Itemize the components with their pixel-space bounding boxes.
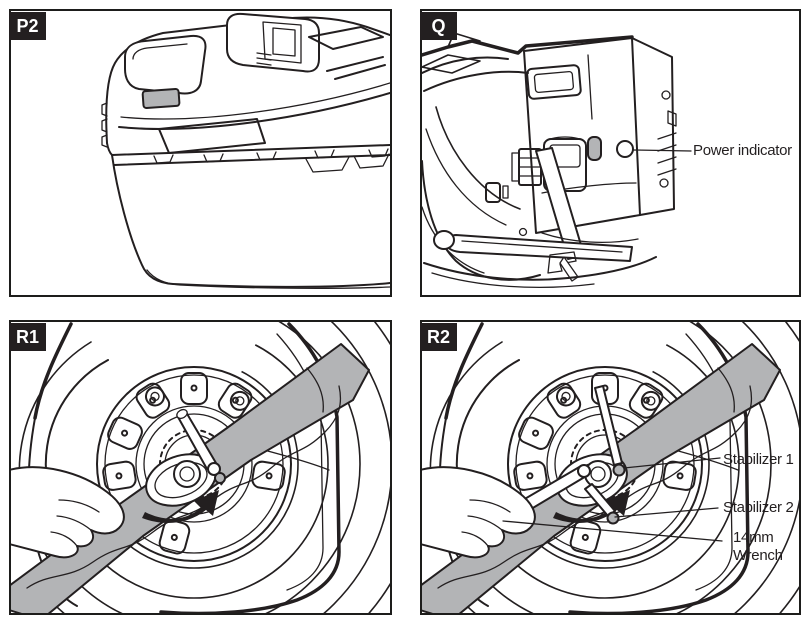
panel-q: Q (420, 9, 801, 297)
annotation-power-indicator: Power indicator (693, 142, 792, 159)
battery-release-pocket (124, 34, 207, 110)
panel-label-r2: R2 (420, 323, 457, 351)
battery-accents (308, 26, 386, 80)
power-indicator-callout-ring (616, 140, 634, 158)
wrench (176, 408, 226, 484)
annotation-stabilizer-1: Stabilizer 1 (723, 451, 794, 468)
power-indicator-light (587, 136, 602, 161)
rotation-arrow (142, 490, 219, 523)
stabilizer-1 (594, 385, 626, 477)
rotation-arrow (553, 490, 630, 523)
stabilizer-2 (584, 483, 620, 525)
annotation-14mm-wrench-line2: Wrench (733, 547, 783, 564)
panel-r1: R1 (9, 320, 392, 615)
blade-removal-illustration (11, 322, 390, 613)
power-indicator-leader-line (632, 149, 692, 152)
annotation-stabilizer-2: Stabilizer 2 (723, 499, 794, 516)
annotation-leader-lines (502, 457, 723, 542)
battery-vent-grid (158, 118, 266, 154)
panel-label-r1: R1 (9, 323, 46, 351)
hand (422, 466, 536, 559)
annotation-14mm-wrench: 14mm Wrench (733, 529, 783, 565)
battery-pack-illustration (101, 12, 390, 289)
annotation-14mm-wrench-line1: 14mm (733, 529, 774, 546)
panel-p2: P2 (9, 9, 392, 297)
blade-hub (145, 453, 217, 507)
battery-skirt (111, 144, 390, 173)
blade-stabilizer-illustration (422, 322, 799, 613)
mower-rear-illustration (422, 32, 692, 289)
battery-base (111, 154, 390, 289)
panel-label-p2: P2 (9, 12, 46, 40)
hand (11, 466, 125, 559)
mower-rear-face (523, 37, 677, 234)
battery-release-button (141, 87, 181, 110)
panel-r2: R2 (420, 320, 801, 615)
panel-label-q: Q (420, 12, 457, 40)
battery-latch (226, 12, 320, 73)
mower-machinery (423, 136, 657, 289)
